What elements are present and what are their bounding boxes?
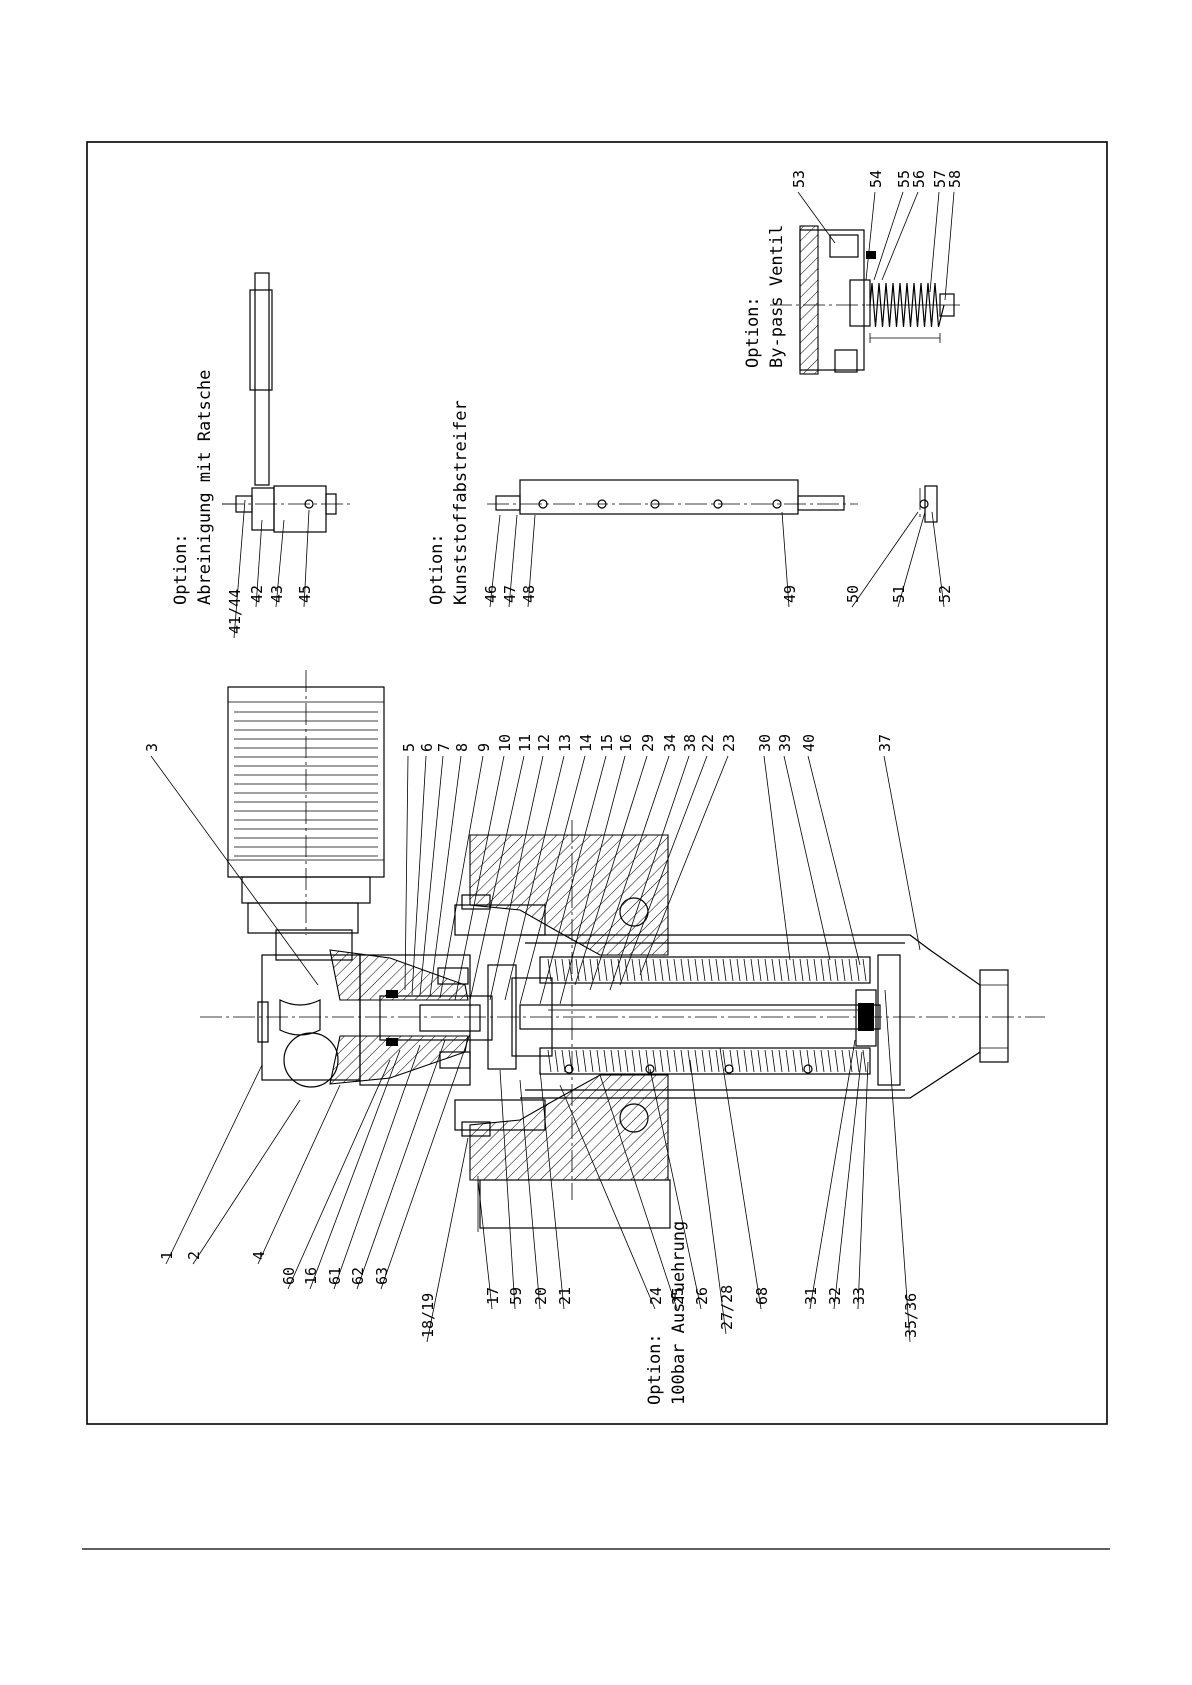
part-label-w2: 48	[520, 585, 538, 603]
option-cleaning-line1: Option:	[171, 533, 191, 605]
part-label-t20: 40	[800, 734, 818, 752]
part-label-c0: 41/44	[226, 589, 244, 634]
part-label-p1: 54	[867, 170, 885, 188]
part-label-p3: 56	[910, 170, 928, 188]
part-label-w5: 51	[890, 585, 908, 603]
part-label-b17: 68	[753, 1287, 771, 1305]
housing-flange	[455, 820, 670, 1232]
part-label-p5: 58	[946, 170, 964, 188]
part-label-t18: 30	[756, 734, 774, 752]
leader-t0	[151, 756, 318, 985]
part-label-t5: 9	[475, 743, 493, 752]
part-label-t1: 5	[400, 743, 418, 752]
bypass-valve-option	[770, 226, 960, 374]
leader-t20	[808, 756, 860, 965]
part-label-t6: 10	[496, 734, 514, 752]
option-pressure-line1: Option:	[645, 1333, 665, 1405]
leader-t4	[430, 756, 461, 996]
filter-element	[520, 955, 900, 1085]
part-label-b15: 26	[693, 1287, 711, 1305]
part-label-w0: 46	[482, 585, 500, 603]
part-label-t11: 15	[598, 734, 616, 752]
part-label-b14: 25	[669, 1287, 687, 1305]
leader-t19	[784, 756, 830, 960]
leader-t3	[420, 756, 443, 995]
leader-t18	[764, 756, 790, 960]
leader-b4	[310, 1050, 400, 1289]
part-label-t4: 8	[453, 743, 471, 752]
filter-assembly-section	[200, 670, 1045, 1232]
part-label-b8: 18/19	[419, 1293, 437, 1338]
option-pressure-line2: 100bar Ausfuehrung	[669, 1221, 689, 1405]
leader-p3	[882, 192, 918, 280]
gear-motor	[228, 670, 384, 935]
leader-b18	[810, 1040, 855, 1309]
part-label-b13: 24	[647, 1287, 665, 1305]
leader-b10	[500, 1070, 515, 1309]
option-cleaning-line2: Abreinigung mit Ratsche	[195, 370, 215, 605]
leader-p5	[945, 192, 954, 300]
part-label-b16: 27/28	[718, 1285, 736, 1330]
part-label-t16: 22	[699, 734, 717, 752]
option-bypass-line1: Option:	[743, 296, 763, 368]
part-label-b2: 4	[250, 1251, 268, 1260]
part-label-b4: 16	[302, 1267, 320, 1285]
leader-p4	[930, 192, 939, 292]
part-label-t8: 12	[535, 734, 553, 752]
part-label-c1: 42	[248, 585, 266, 603]
part-label-w4: 50	[844, 585, 862, 603]
part-label-t21: 37	[876, 734, 894, 752]
leader-b21	[885, 990, 910, 1342]
ratchet-cleaning-option	[222, 273, 352, 532]
part-label-b1: 2	[185, 1251, 203, 1260]
part-label-t9: 13	[556, 734, 574, 752]
part-label-t0: 3	[143, 743, 161, 752]
part-label-t10: 14	[577, 734, 595, 752]
part-label-b0: 1	[158, 1251, 176, 1260]
part-label-b5: 61	[326, 1267, 344, 1285]
part-label-b19: 32	[826, 1287, 844, 1305]
part-label-b6: 62	[349, 1267, 367, 1285]
leader-t21	[884, 756, 920, 950]
plastic-wiper-option	[487, 480, 937, 522]
leader-b2	[258, 1085, 340, 1264]
leader-b0	[166, 1065, 262, 1264]
part-label-t19: 39	[776, 734, 794, 752]
part-label-t2: 6	[418, 743, 436, 752]
part-label-b20: 33	[850, 1287, 868, 1305]
leader-b20	[858, 1062, 868, 1309]
part-label-c2: 43	[268, 585, 286, 603]
part-label-b21: 35/36	[902, 1293, 920, 1338]
part-label-c3: 45	[296, 585, 314, 603]
part-label-b12: 21	[556, 1287, 574, 1305]
part-label-t13: 29	[639, 734, 657, 752]
part-label-b10: 59	[507, 1287, 525, 1305]
drawing-frame	[87, 142, 1107, 1424]
part-label-b11: 20	[532, 1287, 550, 1305]
leader-t2	[412, 756, 426, 995]
option-wiper-line2: Kunststoffabstreifer	[451, 400, 471, 605]
part-label-b9: 17	[484, 1287, 502, 1305]
bearing-head	[330, 950, 552, 1085]
option-bypass-line2: By-pass Ventil	[767, 225, 787, 368]
part-label-t15: 38	[681, 734, 699, 752]
leader-p1	[866, 192, 875, 280]
leader-b1	[193, 1100, 300, 1264]
part-label-t3: 7	[435, 743, 453, 752]
part-label-b3: 60	[280, 1267, 298, 1285]
leader-p2	[874, 192, 903, 280]
part-label-t17: 23	[720, 734, 738, 752]
part-label-w6: 52	[936, 585, 954, 603]
part-label-w3: 49	[781, 585, 799, 603]
part-label-b7: 63	[373, 1267, 391, 1285]
part-label-w1: 47	[501, 585, 519, 603]
part-label-t7: 11	[516, 734, 534, 752]
part-label-p0: 53	[790, 170, 808, 188]
part-label-t14: 34	[661, 734, 679, 752]
part-label-t12: 16	[617, 734, 635, 752]
leader-b17	[720, 1048, 761, 1309]
part-label-b18: 31	[802, 1287, 820, 1305]
option-wiper-line1: Option:	[427, 533, 447, 605]
